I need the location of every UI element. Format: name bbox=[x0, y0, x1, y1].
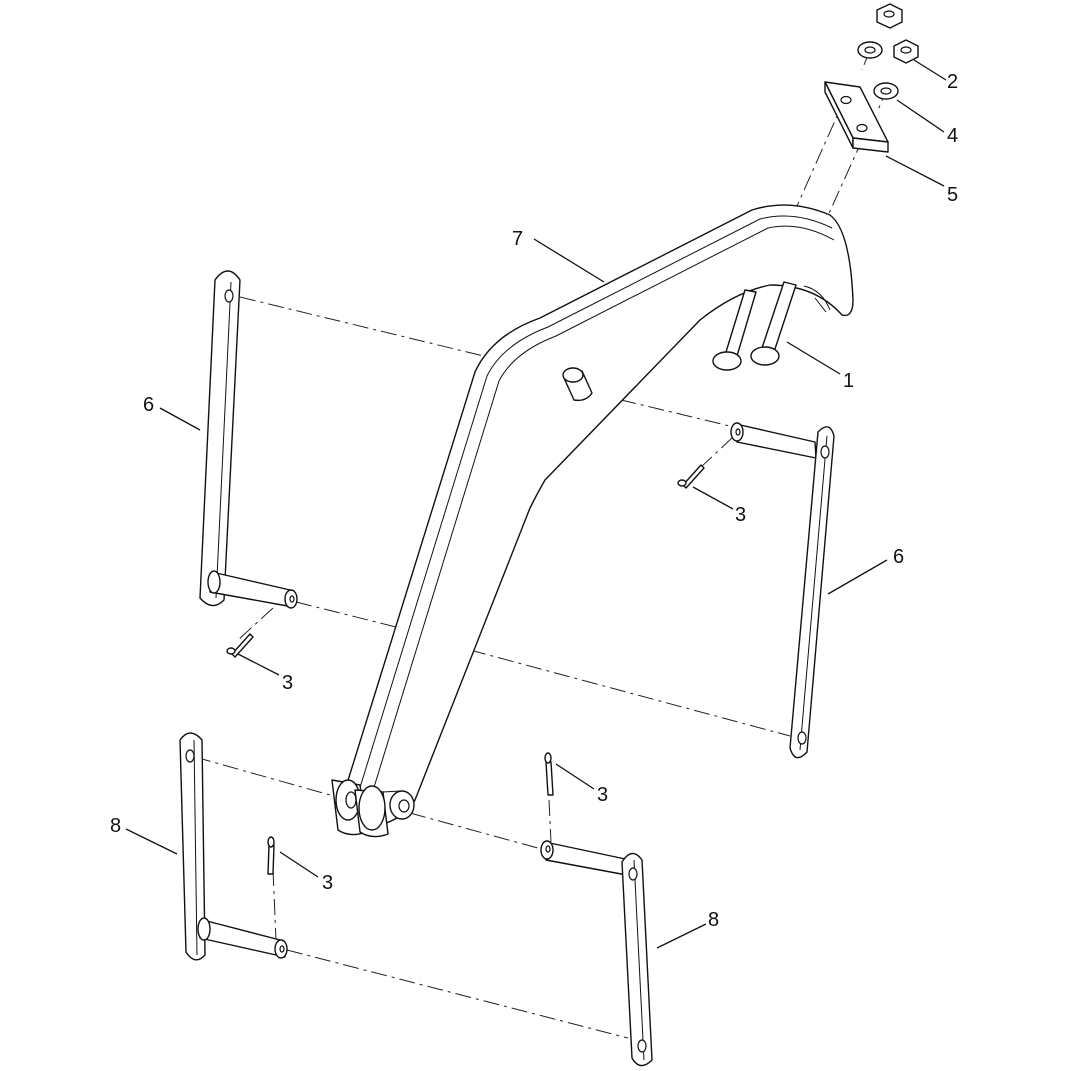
phantom-lines bbox=[194, 49, 889, 1039]
callout-3-left-upper: 3 bbox=[282, 672, 293, 694]
callout-5: 5 bbox=[947, 184, 958, 206]
callout-8-left: 8 bbox=[110, 815, 121, 837]
callout-2: 2 bbox=[947, 71, 958, 93]
callout-3-lower-left: 3 bbox=[322, 872, 333, 894]
callout-4: 4 bbox=[947, 125, 958, 147]
leader-lines bbox=[125, 59, 947, 949]
cotter-pin-left-upper bbox=[226, 633, 254, 658]
clamp-plate-part-5 bbox=[824, 81, 889, 153]
callout-labels: 1 2 4 5 7 6 6 3 3 3 3 8 8 bbox=[110, 71, 958, 931]
cotter-pin-right-upper bbox=[677, 464, 705, 489]
nuts-and-washers-parts-2-4 bbox=[857, 3, 919, 100]
arm-lower-bushings bbox=[331, 779, 415, 838]
cotter-pin-center bbox=[544, 752, 554, 796]
lower-left-link-part-8 bbox=[179, 732, 288, 961]
arm-bushing bbox=[562, 367, 593, 402]
callout-6-right: 6 bbox=[893, 546, 904, 568]
cotter-pin-lower-left bbox=[267, 836, 275, 875]
carriage-bolts-part-1 bbox=[712, 281, 797, 371]
callout-8-right: 8 bbox=[708, 909, 719, 931]
callout-7: 7 bbox=[512, 228, 523, 250]
callout-3-right-upper: 3 bbox=[735, 504, 746, 526]
cotter-pins-part-3 bbox=[226, 464, 705, 875]
callout-3-center: 3 bbox=[597, 784, 608, 806]
callout-6-left: 6 bbox=[143, 394, 154, 416]
lift-arm-part-7 bbox=[343, 204, 854, 831]
upper-left-link-part-6 bbox=[199, 270, 298, 609]
right-link-part-6 bbox=[730, 422, 835, 759]
lower-right-link-part-8 bbox=[540, 840, 653, 1067]
callout-1: 1 bbox=[843, 370, 854, 392]
